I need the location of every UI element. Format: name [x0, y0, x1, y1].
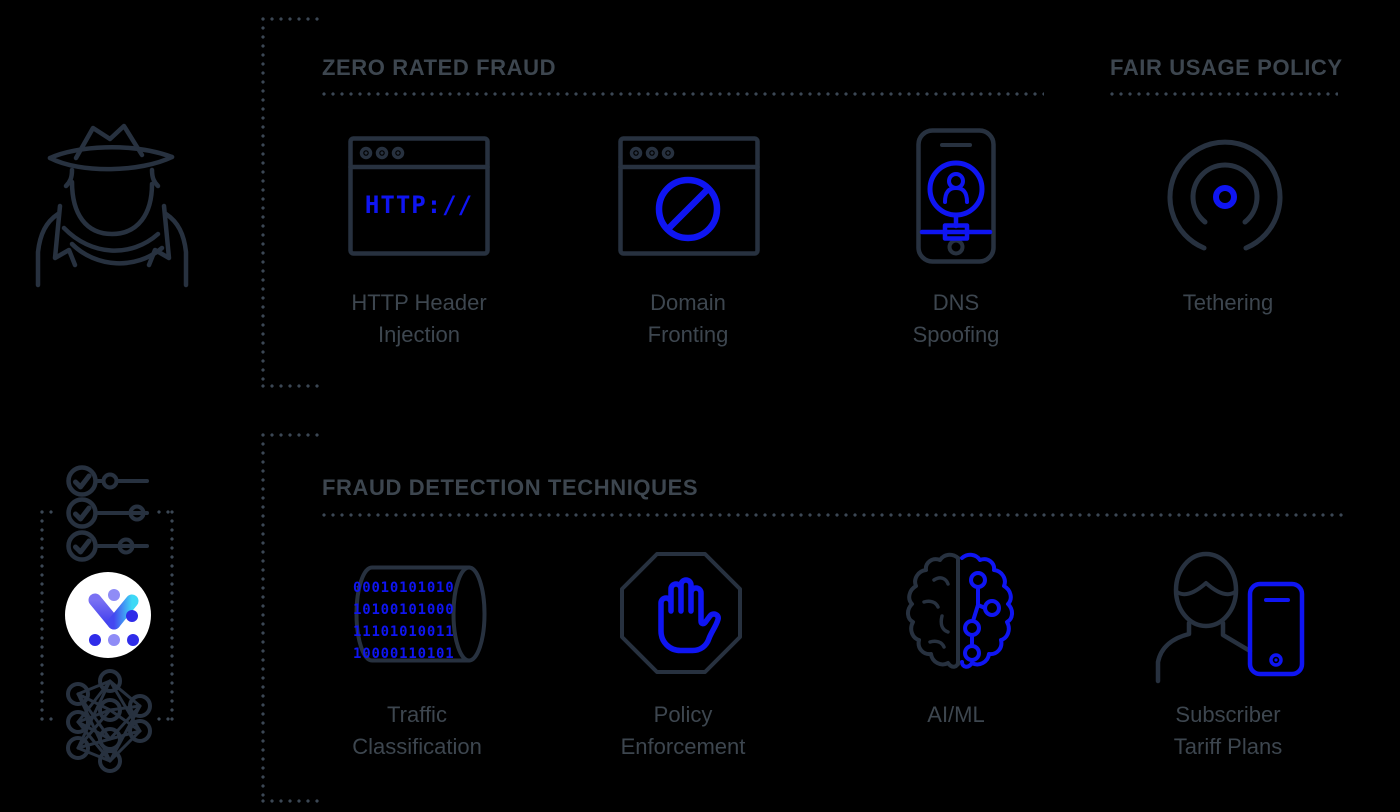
company-logo — [65, 572, 151, 658]
item-label-traffic-classification: Traffic Classification — [352, 702, 482, 759]
binary-row: 10000110101 — [353, 646, 455, 662]
http-browser-icon: HTTP:// — [348, 136, 490, 256]
hotspot-tethering-icon — [1167, 139, 1283, 251]
neural-network-icon — [56, 666, 156, 798]
underline-zero-rated-fraud — [322, 92, 1044, 96]
http-url-text: HTTP:// — [365, 191, 473, 219]
subscriber-phone-icon — [1155, 551, 1305, 684]
section-title-fraud-detection: FRAUD DETECTION TECHNIQUES — [322, 475, 699, 500]
bracket-left-section2 — [261, 433, 265, 802]
section-title-fair-usage-policy: FAIR USAGE POLICY — [1110, 55, 1343, 80]
dns-user-network-icon — [919, 160, 993, 241]
bracket-top-section1 — [261, 17, 319, 21]
phone-home-button — [947, 238, 965, 256]
bracket-top-section2 — [261, 433, 319, 437]
item-label-policy-enforcement: Policy Enforcement — [620, 702, 746, 759]
binary-row: 10100101000 — [353, 602, 455, 618]
subscriber-smartphone — [1247, 581, 1305, 677]
stop-hand-octagon-icon — [620, 552, 742, 674]
blocked-browser-icon — [618, 136, 760, 256]
browser-window-dots — [359, 146, 405, 160]
logo-box-left — [40, 510, 44, 721]
binary-row: 00010101010 — [353, 580, 455, 596]
subscriber-hair — [1175, 581, 1237, 597]
dns-phone-icon — [916, 128, 996, 264]
data-cylinder-icon: 00010101010 10100101000 11101010011 1000… — [353, 565, 487, 663]
stop-hand — [658, 577, 721, 654]
underline-fair-usage-policy — [1110, 92, 1338, 96]
item-label-subscriber-tariff-plans: Subscriber Tariff Plans — [1173, 702, 1283, 759]
underline-fraud-detection — [322, 513, 1345, 517]
brain-ai-icon — [906, 552, 1014, 669]
bracket-bottom-section1 — [261, 384, 319, 388]
item-label-dns-spoofing: DNS Spoofing — [912, 290, 1000, 347]
item-label-http-header-injection: HTTP Header Injection — [351, 290, 487, 347]
detective-spy-icon — [35, 123, 189, 288]
logo-box-right — [170, 510, 174, 721]
checklist-slider-icon — [56, 452, 156, 562]
item-label-domain-fronting: Domain Fronting — [647, 290, 729, 347]
bracket-bottom-section2 — [261, 799, 319, 803]
prohibition-icon — [655, 176, 721, 242]
brain-folds — [922, 576, 950, 649]
circuit-nodes — [963, 571, 1001, 662]
item-label-tethering: Tethering — [1182, 290, 1274, 315]
bracket-left-section1 — [261, 17, 265, 387]
item-label-ai-ml: AI/ML — [927, 702, 985, 727]
browser-window-dots — [629, 146, 675, 160]
hotspot-center-dot — [1213, 185, 1237, 209]
section-title-zero-rated-fraud: ZERO RATED FRAUD — [322, 55, 557, 80]
binary-row: 11101010011 — [353, 624, 455, 640]
